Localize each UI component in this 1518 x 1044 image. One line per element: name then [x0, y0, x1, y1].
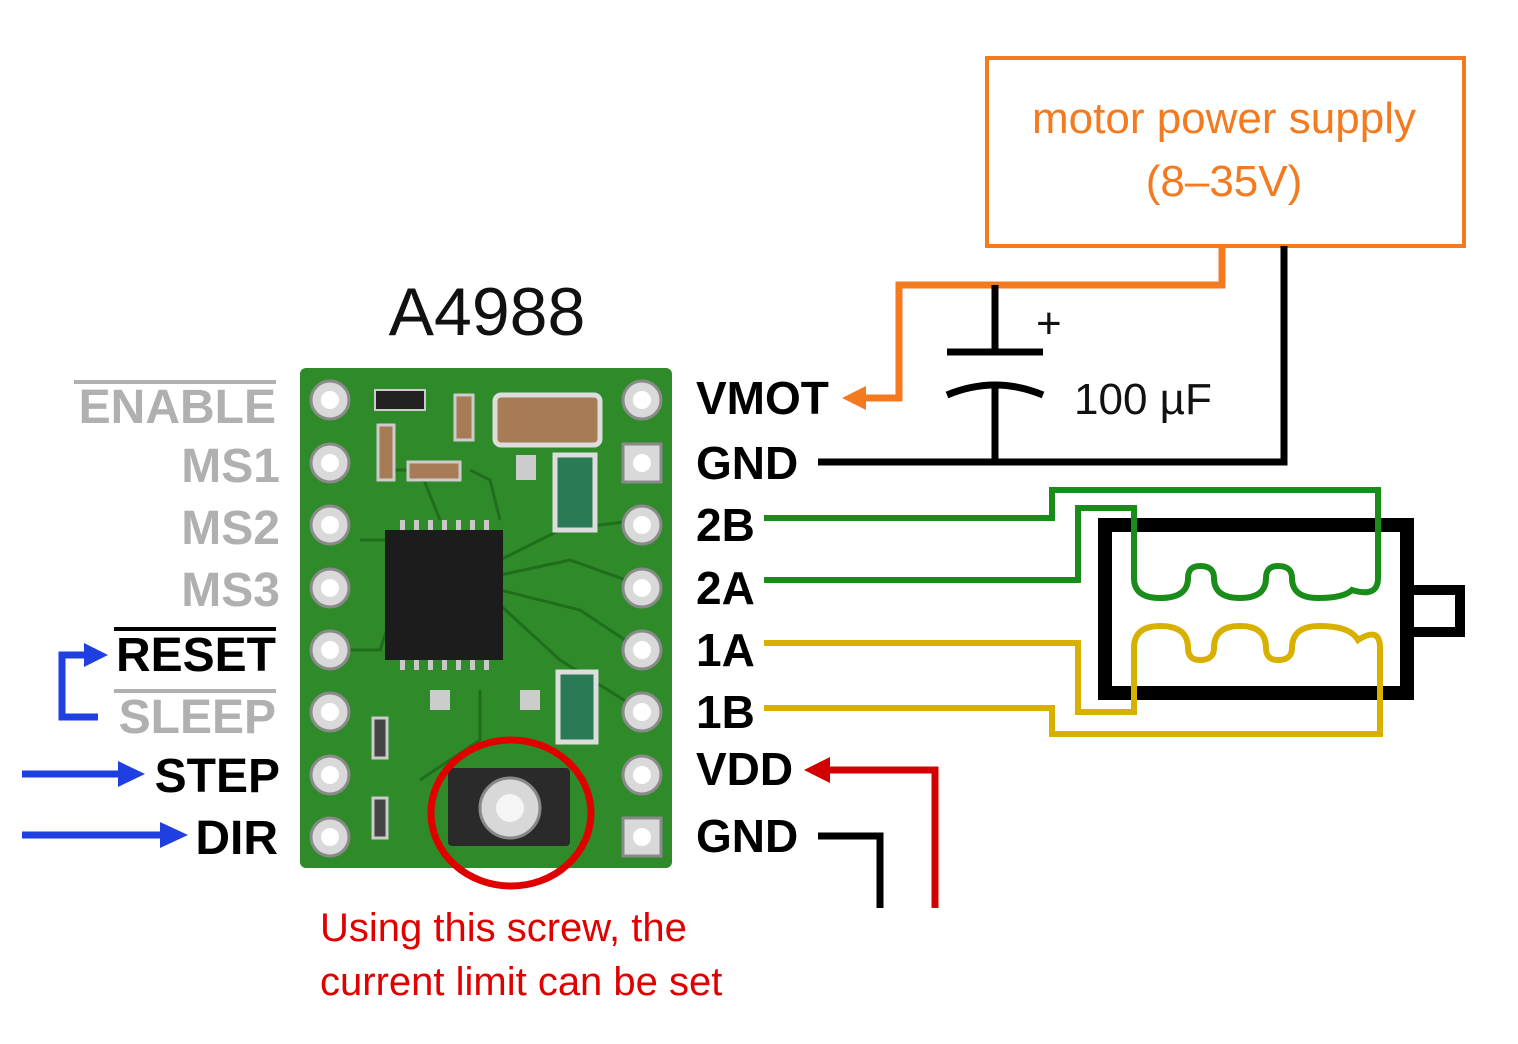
annotation-line-1: Using this screw, the	[320, 906, 687, 950]
right-pin-centers	[633, 391, 651, 846]
logic-gnd-wire	[818, 832, 884, 908]
pin-label-ms2: MS2	[181, 502, 280, 555]
motor-power-supply: motor power supply (8–35V)	[985, 56, 1466, 248]
pin-label-reset: RESET	[116, 629, 276, 682]
pin-label-step: STEP	[155, 750, 280, 803]
dir-arrowhead	[160, 822, 188, 848]
vmot-arrowhead	[842, 386, 866, 410]
coil-2	[764, 487, 1381, 602]
pin-label-ms1: MS1	[181, 440, 280, 493]
right-pin-labels: VMOT GND 2B 2A 1A 1B VDD GND	[696, 372, 829, 862]
supply-box	[985, 56, 1466, 248]
annotation-line-2: current limit can be set	[320, 960, 722, 1004]
motor-shaft	[1407, 585, 1465, 637]
current-limit-potentiometer	[448, 768, 570, 846]
pin-label-2b: 2B	[696, 499, 755, 551]
stepper-motor	[764, 487, 1465, 737]
pin-label-sleep: SLEEP	[119, 691, 276, 744]
pin-label-vdd: VDD	[696, 743, 793, 795]
pin-label-2a: 2A	[696, 562, 755, 614]
supply-voltage: (8–35V)	[1146, 157, 1303, 206]
vdd-wire	[826, 766, 939, 908]
board-title: A4988	[389, 274, 586, 350]
motor-body	[1098, 518, 1414, 700]
left-pin-centers	[321, 391, 339, 846]
pin-label-dir: DIR	[195, 812, 278, 865]
vmot-wire	[862, 246, 1226, 402]
a4988-board	[300, 368, 672, 868]
pin-label-ms3: MS3	[181, 564, 280, 617]
vdd-arrowhead	[804, 757, 830, 783]
step-arrowhead	[118, 761, 145, 787]
pin-label-1b: 1B	[696, 686, 755, 738]
reset-arrowhead	[84, 643, 108, 667]
pin-label-vmot: VMOT	[696, 372, 829, 424]
smd-components	[371, 389, 603, 840]
capacitor-polarity: +	[1036, 299, 1062, 348]
capacitor-value: 100 µF	[1074, 375, 1212, 424]
capacitor-symbol	[945, 285, 1045, 462]
chip-pins	[400, 520, 489, 670]
left-pin-labels: ENABLE MS1 MS2 MS3 RESET SLEEP STEP DIR	[74, 380, 280, 865]
supply-gnd-wire	[818, 246, 1288, 466]
logic-power-wiring	[804, 757, 939, 908]
signal-wiring	[22, 643, 188, 848]
coil-1	[764, 622, 1383, 737]
pin-label-gnd-top: GND	[696, 437, 798, 489]
supply-wiring: + 100 µF	[818, 246, 1288, 466]
screw-annotation: Using this screw, the current limit can …	[320, 736, 722, 1004]
screw-highlight-circle	[427, 736, 595, 890]
driver-chip	[385, 530, 503, 660]
pin-label-gnd-bottom: GND	[696, 810, 798, 862]
reset-sleep-loop	[58, 651, 98, 721]
pin-label-enable: ENABLE	[79, 381, 276, 434]
pin-label-1a: 1A	[696, 624, 755, 676]
supply-label: motor power supply	[1032, 94, 1416, 143]
